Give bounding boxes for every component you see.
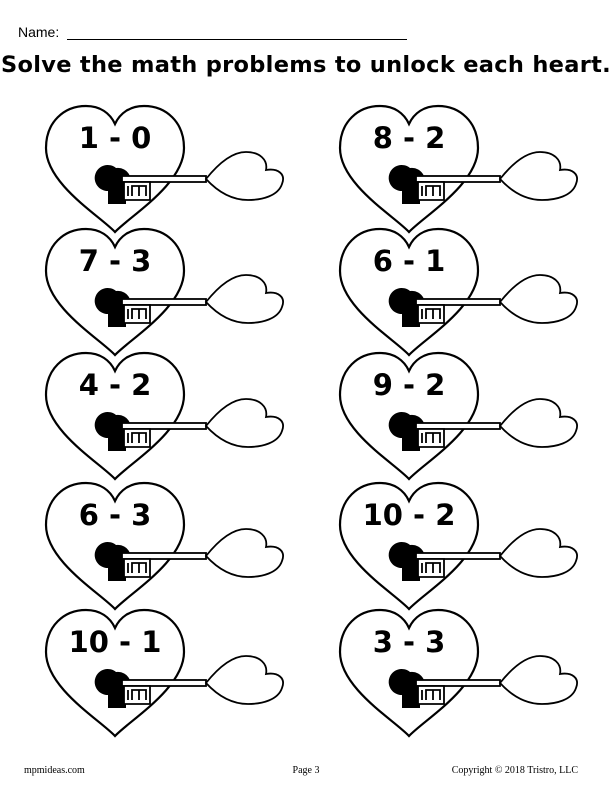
keyhole-icon (94, 412, 131, 451)
heart-key-illustration (338, 104, 578, 234)
problem-text: 10 - 2 (362, 498, 456, 532)
keyhole-icon (388, 669, 425, 708)
key-icon (415, 528, 578, 578)
key-icon (415, 655, 578, 705)
keyhole-icon (94, 165, 131, 204)
heart-problem: 8 - 2 (336, 104, 578, 234)
problem-text: 1 - 0 (78, 121, 152, 155)
problem-text: 3 - 3 (372, 625, 446, 659)
footer-copyright: Copyright © 2018 Tristro, LLC (451, 765, 578, 776)
name-label: Name: (18, 24, 60, 40)
heart-key-illustration (338, 351, 578, 481)
heart-key-illustration (44, 608, 284, 738)
name-field[interactable] (67, 25, 408, 40)
keyhole-icon (388, 165, 425, 204)
heart-key-illustration (44, 227, 284, 357)
footer-page: Page 3 (292, 765, 320, 776)
heart-key-illustration (338, 608, 578, 738)
key-icon (121, 655, 284, 705)
heart-problem: 1 - 0 (42, 104, 284, 234)
key-icon (415, 151, 578, 201)
problem-text: 8 - 2 (372, 121, 446, 155)
problem-text: 9 - 2 (372, 368, 446, 402)
heart-problem: 10 - 1 (42, 608, 284, 738)
name-row: Name: (18, 24, 408, 40)
heart-key-illustration (44, 351, 284, 481)
keyhole-icon (388, 412, 425, 451)
key-icon (121, 274, 284, 324)
key-icon (415, 274, 578, 324)
heart-problem: 4 - 2 (42, 351, 284, 481)
footer-site: mpmideas.com (24, 765, 85, 776)
key-icon (121, 528, 284, 578)
problem-text: 4 - 2 (78, 368, 152, 402)
heart-problem: 6 - 3 (42, 481, 284, 611)
worksheet-title: Solve the math problems to unlock each h… (0, 52, 612, 78)
keyhole-icon (388, 288, 425, 327)
heart-problem: 7 - 3 (42, 227, 284, 357)
key-icon (121, 151, 284, 201)
problem-text: 10 - 1 (68, 625, 162, 659)
problem-text: 7 - 3 (78, 244, 152, 278)
keyhole-icon (94, 542, 131, 581)
keyhole-icon (94, 288, 131, 327)
problem-text: 6 - 3 (78, 498, 152, 532)
heart-problem: 10 - 2 (336, 481, 578, 611)
heart-problem: 9 - 2 (336, 351, 578, 481)
heart-key-illustration (338, 227, 578, 357)
heart-problem: 6 - 1 (336, 227, 578, 357)
heart-key-illustration (44, 481, 284, 611)
keyhole-icon (388, 542, 425, 581)
heart-key-illustration (44, 104, 284, 234)
heart-problem: 3 - 3 (336, 608, 578, 738)
heart-key-illustration (338, 481, 578, 611)
key-icon (415, 398, 578, 448)
key-icon (121, 398, 284, 448)
problem-text: 6 - 1 (372, 244, 446, 278)
keyhole-icon (94, 669, 131, 708)
